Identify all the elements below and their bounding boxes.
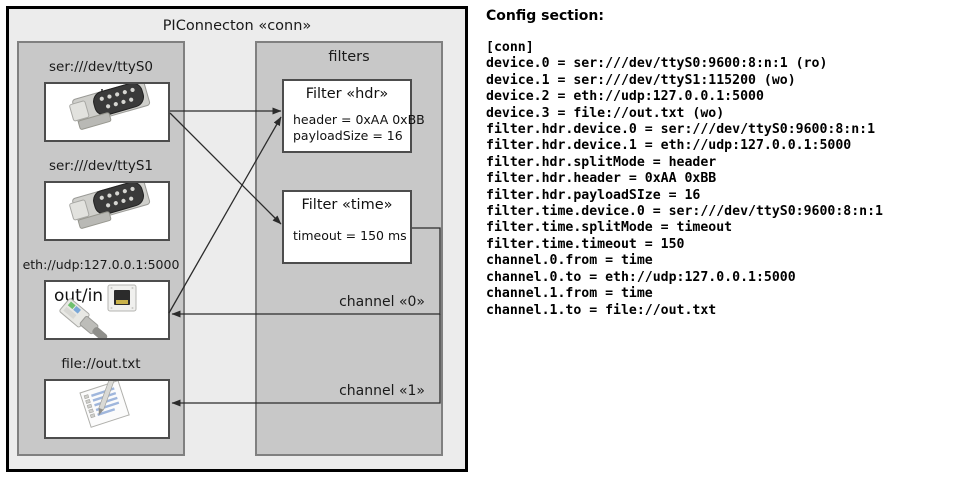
filter-title-hdr: Filter «hdr» xyxy=(305,86,389,102)
config-heading: Config section: xyxy=(486,8,604,24)
device-box-file[interactable]: out xyxy=(44,379,170,439)
channel-label-0: channel «0» xyxy=(339,294,425,310)
config-text: [conn] device.0 = ser:///dev/ttyS0:9600:… xyxy=(486,40,883,318)
device-box-ttys1[interactable]: out xyxy=(44,181,170,241)
device-label-ttys0: ser:///dev/ttyS0 xyxy=(49,59,153,75)
connector-diagram: PIConnecton «conn» ser:///dev/ttyS0 in xyxy=(0,0,478,484)
device-label-ttys1: ser:///dev/ttyS1 xyxy=(49,158,153,174)
filter-box-hdr[interactable]: Filter «hdr» header = 0xAA 0xBB payloadS… xyxy=(282,79,425,153)
device-label-file: file://out.txt xyxy=(61,356,141,372)
device-box-eth[interactable]: out/in xyxy=(44,280,170,340)
page-title: PIConnecton «conn» xyxy=(162,18,312,34)
device-box-ttys0[interactable]: in xyxy=(44,82,170,142)
serial-port-icon xyxy=(69,84,151,130)
text-document-icon xyxy=(79,381,130,428)
filters-group-title: filters xyxy=(328,49,370,65)
channel-label-1: channel «1» xyxy=(339,383,425,399)
filter-prop-time-timeout: timeout = 150 ms xyxy=(293,228,407,243)
serial-port-icon xyxy=(69,183,151,229)
filter-title-time: Filter «time» xyxy=(301,197,393,213)
device-io-eth: out/in xyxy=(54,286,104,306)
filter-prop-hdr-payload: payloadSize = 16 xyxy=(293,128,403,143)
filter-prop-hdr-header: header = 0xAA 0xBB xyxy=(293,112,425,127)
filter-box-time[interactable]: Filter «time» timeout = 150 ms xyxy=(282,190,412,264)
config-section-panel: Config section: [conn] device.0 = ser://… xyxy=(481,0,964,484)
ethernet-jack-icon xyxy=(59,284,137,338)
device-label-eth: eth://udp:127.0.0.1:5000 xyxy=(22,257,180,272)
